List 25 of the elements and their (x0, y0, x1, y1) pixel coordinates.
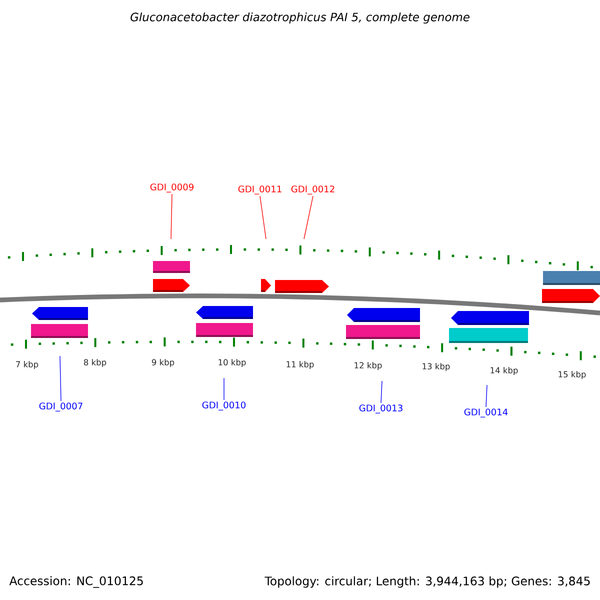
scale-label: 11 kbp (286, 361, 314, 369)
title: Gluconacetobacter diazotrophicus PAI 5, complete genome (130, 12, 470, 24)
gene-label: GDI_0011 (238, 186, 282, 194)
scale-label: 10 kbp (218, 359, 246, 367)
scale-label: 7 kbp (16, 361, 38, 369)
gene-label: GDI_0012 (291, 186, 334, 194)
leader-line (60, 356, 62, 402)
scale-label: 14 kbp (490, 367, 518, 375)
scale-label: 9 kbp (152, 359, 174, 367)
gene-label: GDI_0007 (39, 402, 82, 412)
leader-line (486, 384, 488, 408)
gene-label: GDI_0010 (202, 402, 246, 410)
scale-label: 15 kbp (558, 371, 586, 379)
gene-label: GDI_0013 (359, 404, 402, 414)
footer-text: Topology: circular; Length: 3,944,163 bp; Genes: 3,845 (264, 576, 590, 588)
leader-line (260, 196, 266, 240)
scale-label: 13 kbp (422, 363, 450, 371)
leader-line (170, 194, 172, 240)
scale-label: 12 kbp (354, 362, 382, 370)
gene-label: GDI_0014 (464, 408, 508, 418)
leader-line (380, 380, 382, 404)
footer-text: Accession: NC_010125 (9, 576, 143, 588)
gene-label: GDI_0009 (150, 184, 194, 192)
leader-line (304, 196, 314, 240)
scale-label: 8 kbp (84, 359, 106, 367)
